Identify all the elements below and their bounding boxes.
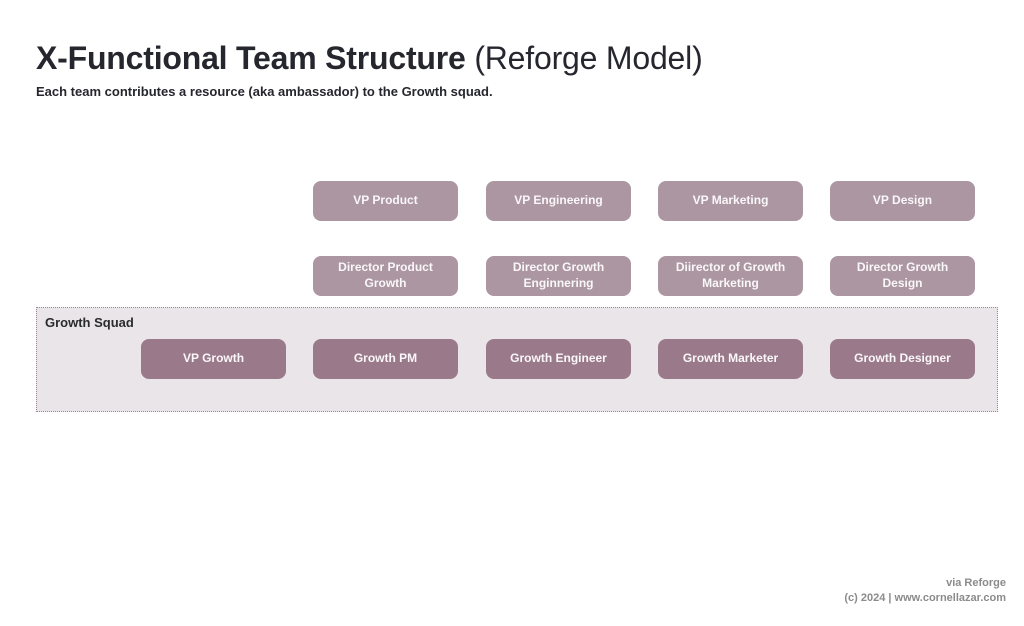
growth-squad-label: Growth Squad bbox=[45, 315, 134, 330]
page-title-main: X-Functional Team Structure bbox=[36, 40, 466, 76]
box-vp-product: VP Product bbox=[313, 181, 458, 221]
box-growth-pm: Growth PM bbox=[313, 339, 458, 379]
page-subtitle: Each team contributes a resource (aka am… bbox=[36, 84, 493, 99]
box-growth-marketer: Growth Marketer bbox=[658, 339, 803, 379]
box-vp-growth: VP Growth bbox=[141, 339, 286, 379]
page-title: X-Functional Team Structure (Reforge Mod… bbox=[36, 40, 703, 76]
box-vp-design: VP Design bbox=[830, 181, 975, 221]
box-director-growth-design: Director Growth Design bbox=[830, 256, 975, 296]
box-vp-marketing: VP Marketing bbox=[658, 181, 803, 221]
box-growth-designer: Growth Designer bbox=[830, 339, 975, 379]
growth-squad-container: Growth Squad VP Growth Growth PM Growth … bbox=[36, 307, 998, 412]
page-title-model: (Reforge Model) bbox=[465, 40, 703, 76]
footer-line-1: via Reforge bbox=[946, 577, 1006, 589]
footer-line-2: (c) 2024 | www.cornellazar.com bbox=[844, 592, 1006, 604]
box-director-product-growth: Director Product Growth bbox=[313, 256, 458, 296]
box-growth-engineer: Growth Engineer bbox=[486, 339, 631, 379]
footer-credit: via Reforge (c) 2024 | www.cornellazar.c… bbox=[844, 576, 1006, 606]
box-vp-engineering: VP Engineering bbox=[486, 181, 631, 221]
box-director-growth-marketing: Diirector of Growth Marketing bbox=[658, 256, 803, 296]
box-director-growth-engineering: Director Growth Enginnering bbox=[486, 256, 631, 296]
